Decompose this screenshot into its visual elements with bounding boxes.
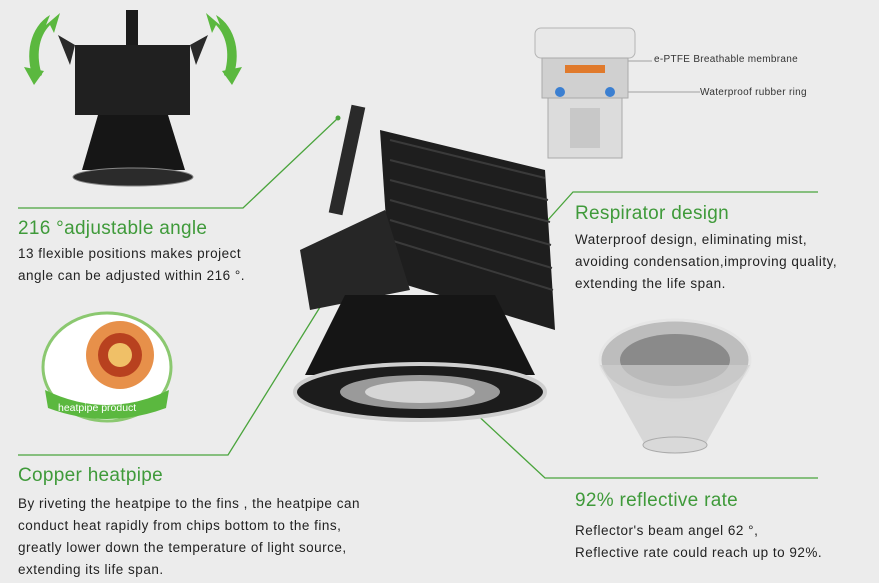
angle-description: 13 flexible positions makes project angl… [18,246,246,283]
rotate-left-arrow-icon [29,13,60,80]
membrane-label: e-PTFE Breathable membrane [654,54,798,65]
heatpipe-title: Copper heatpipe [18,465,163,486]
reflective-title: 92% reflective rate [575,490,739,511]
high-bay-lamp-illustration [293,104,555,422]
reflector-illustration [598,318,752,454]
heatpipe-description: By riveting the heatpipe to the fins , t… [18,496,360,577]
respirator-cross-section [534,27,636,159]
respirator-title: Respirator design [575,203,730,224]
angle-title: 216 °adjustable angle [18,218,208,239]
heatpipe-badge [41,311,173,423]
reflective-description: Reflector's beam angel 62 °, Reflective … [575,523,823,560]
rubber-ring-label: Waterproof rubber ring [700,87,807,98]
rotating-lamp-illustration [24,10,242,187]
rotate-right-arrow-icon [206,13,237,80]
respirator-description: Waterproof design, eliminating mist, avo… [575,232,838,291]
heatpipe-badge-label: heatpipe product [58,402,137,414]
